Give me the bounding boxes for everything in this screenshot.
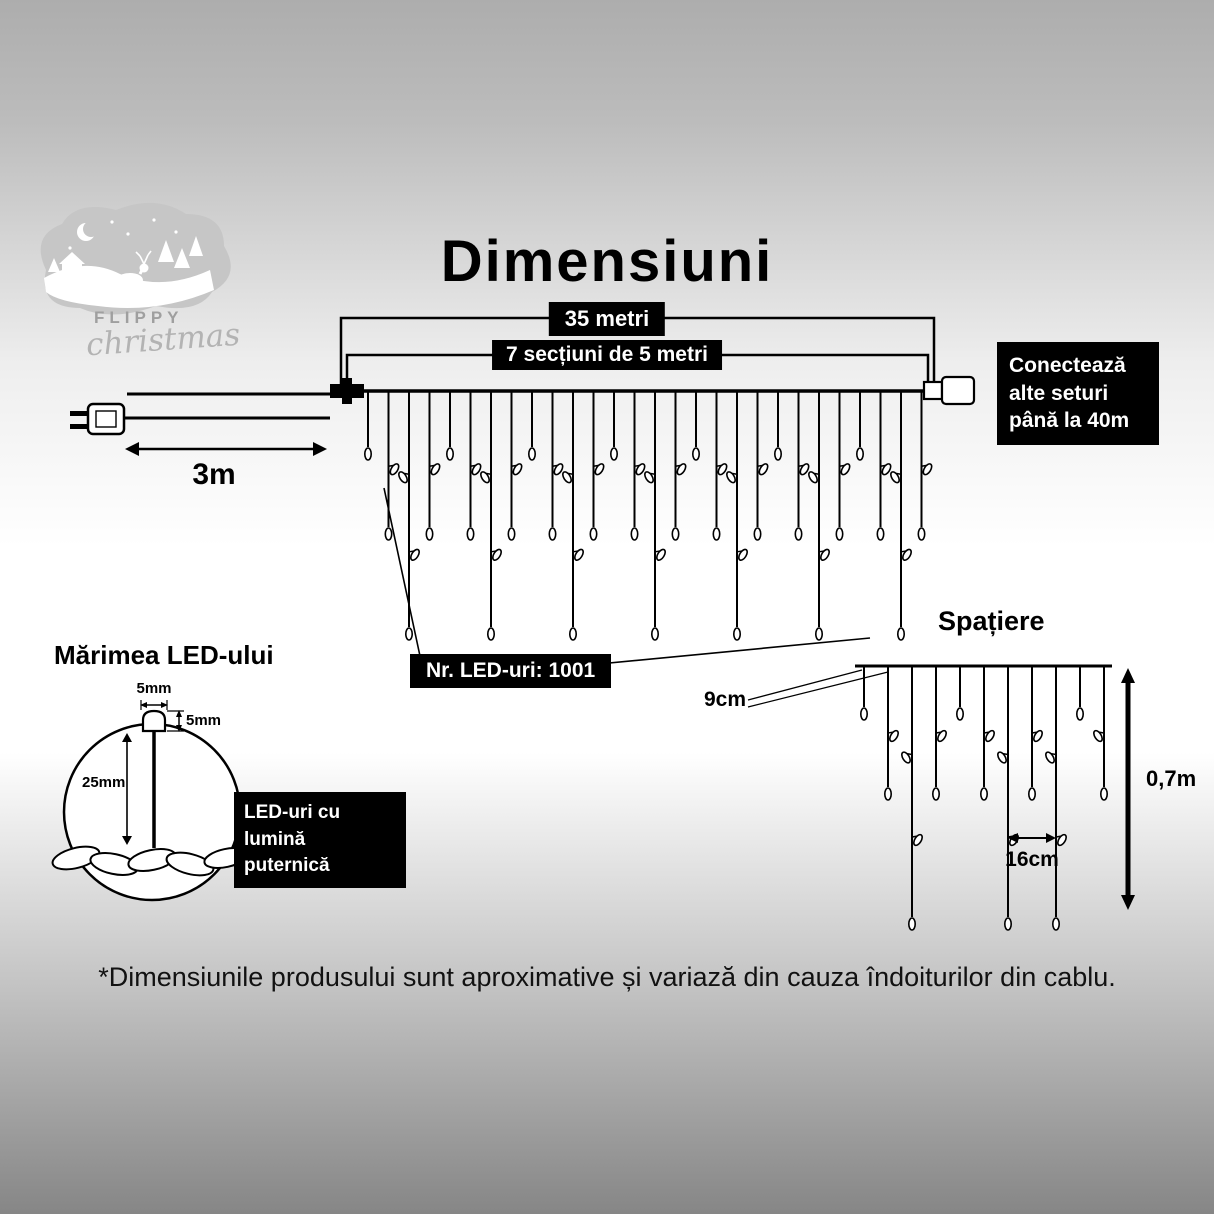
- led-cap-label: 5mm: [186, 712, 222, 729]
- star-icon: [68, 246, 72, 250]
- tree-icon: [48, 258, 60, 272]
- led-gap-arrow: [1008, 833, 1056, 843]
- reindeer-icon: [117, 250, 152, 299]
- drop-height-label: 0,7m: [1146, 766, 1197, 791]
- total-length-badge: 35 metri: [548, 302, 666, 336]
- led-zoom-circle: [62, 722, 242, 902]
- moon-cutout: [83, 221, 99, 237]
- gap-leader-2: [747, 671, 889, 708]
- logo-christmas-scene: [40, 202, 231, 315]
- ledcount-leader-right: [577, 637, 871, 667]
- house-roof: [59, 252, 85, 264]
- sections-badge: 7 secțiuni de 5 metri: [492, 340, 722, 370]
- gap-label: 9cm: [703, 688, 746, 711]
- tree-icon: [158, 240, 174, 262]
- led-size-heading: Mărimea LED-ului: [54, 640, 274, 670]
- tree-icon: [189, 236, 203, 256]
- lead-length-arrow: [125, 442, 327, 456]
- twisted-wire: [51, 845, 249, 877]
- curtain-drops: [363, 392, 933, 641]
- led-count-badge: Nr. LED-uri: 1001: [410, 654, 612, 688]
- spacing-heading: Spațiere: [938, 606, 1045, 636]
- star-icon: [110, 220, 114, 224]
- tree-icon: [174, 248, 190, 268]
- led-gap-label: 16cm: [1005, 848, 1059, 871]
- ledcount-leader-left: [383, 487, 421, 657]
- footnote: *Dimensiunile produsului sunt aproximati…: [98, 962, 1116, 992]
- house-icon: [62, 264, 82, 278]
- logo-brand-text: FLIPPY: [94, 308, 184, 327]
- led-width-arrow: [140, 700, 168, 710]
- spacing-drops: [859, 667, 1109, 931]
- connect-note-badge: Conectează alte seturi până la 40m: [997, 342, 1159, 446]
- led-length-label: 25mm: [82, 774, 126, 791]
- junction-connector-wing: [342, 378, 352, 404]
- led-width-label: 5mm: [136, 680, 172, 697]
- power-plug-icon: [70, 402, 126, 436]
- gap-leader-1: [747, 669, 863, 701]
- led-bulb-drawing: [122, 700, 184, 848]
- page-title: Dimensiuni: [440, 229, 774, 294]
- lead-length-label: 3m: [192, 458, 236, 491]
- star-icon: [174, 230, 178, 234]
- led-cap-arrow: [167, 710, 184, 732]
- star-icon: [126, 232, 130, 236]
- end-connector-icon: [922, 375, 976, 406]
- led-length-arrow: [122, 733, 132, 845]
- drop-height-arrow: [1121, 668, 1135, 910]
- star-icon: [152, 218, 156, 222]
- led-note-badge: LED-uri cu lumină puternică: [234, 792, 406, 888]
